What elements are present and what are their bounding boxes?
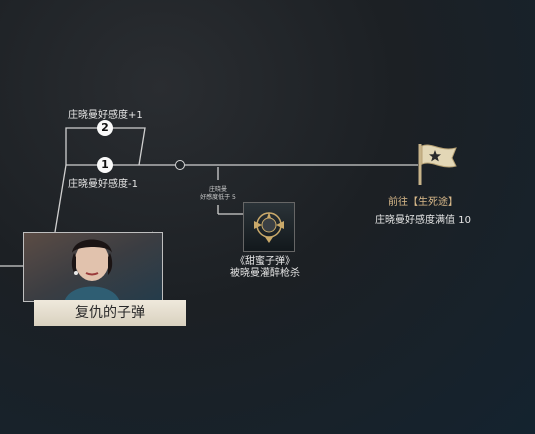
character-portrait — [24, 233, 162, 301]
branch-lower-label: 庄晓曼好感度-1 — [68, 179, 138, 190]
medal-icon — [254, 212, 284, 243]
current-node-portrait[interactable] — [23, 232, 163, 302]
side-condition-line1: 庄晓曼 — [208, 186, 227, 193]
side-condition-line2: 好感度低于 5 — [200, 194, 236, 201]
mission-medal-card[interactable] — [243, 202, 295, 252]
branch-upper-badge[interactable]: 2 — [97, 120, 113, 136]
destination-flag[interactable] — [414, 142, 460, 186]
star-icon — [429, 150, 441, 162]
destination-description: 庄晓曼好感度满值 10 — [375, 215, 471, 226]
destination-label[interactable]: 前往【生死途】 — [388, 197, 458, 208]
current-node-title[interactable]: 复仇的子弹 — [34, 300, 186, 326]
side-condition: 庄晓曼 好感度低于 5 — [186, 186, 250, 202]
mission-card-text: 《甜蜜子弹》 被晓曼灌醉枪杀 — [215, 256, 315, 280]
mission-subtitle: 被晓曼灌醉枪杀 — [230, 268, 300, 279]
branch-lower-badge[interactable]: 1 — [97, 157, 113, 173]
flag-icon — [418, 144, 457, 185]
junction-node[interactable] — [175, 160, 185, 170]
branch-upper-label: 庄晓曼好感度+1 — [68, 110, 143, 121]
mission-title: 《甜蜜子弹》 — [235, 256, 295, 267]
